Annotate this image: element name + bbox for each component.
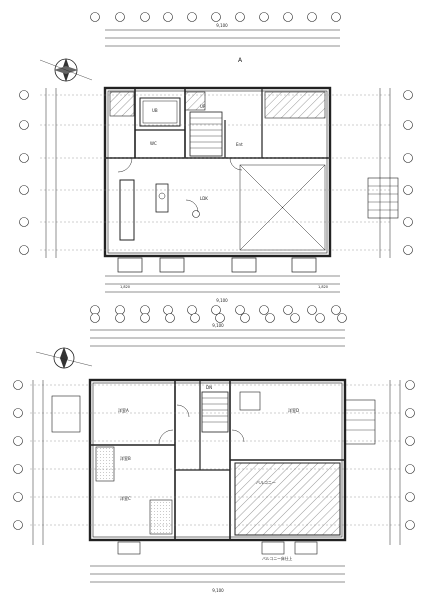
lower-room-d: 洋室D xyxy=(288,407,299,413)
axis-bubble-upper-right xyxy=(403,120,413,130)
axis-bubble-upper-left xyxy=(19,120,29,130)
axis-bubble-upper-top xyxy=(187,12,197,22)
axis-bubble-lower-top xyxy=(140,313,150,323)
axis-bubble-upper-top xyxy=(211,12,221,22)
lower-floor-plan xyxy=(30,329,401,583)
lower-room-b: 洋室B xyxy=(120,455,131,461)
axis-bubble-upper-left xyxy=(19,90,29,100)
upper-room-ldk: LDK xyxy=(200,196,208,201)
axis-bubble-lower-top xyxy=(337,313,347,323)
lower-room-c: 洋室C xyxy=(120,495,131,501)
upper-room-ent: Ent xyxy=(236,142,243,147)
upper-room-wc: WC xyxy=(150,141,157,146)
axis-bubble-lower-right xyxy=(405,464,415,474)
axis-bubble-upper-bottom xyxy=(259,305,269,315)
axis-bubble-upper-left xyxy=(19,153,29,163)
axis-bubble-lower-right xyxy=(405,380,415,390)
axis-bubble-lower-top xyxy=(165,313,175,323)
axis-bubble-upper-top xyxy=(163,12,173,22)
axis-bubble-lower-right xyxy=(405,520,415,530)
axis-bubble-upper-left xyxy=(19,185,29,195)
axis-bubble-upper-right xyxy=(403,153,413,163)
axis-bubble-upper-top xyxy=(259,12,269,22)
upper-top-dimension: 9,100 xyxy=(216,23,228,28)
upper-label-a: A xyxy=(238,57,243,64)
axis-bubble-upper-top xyxy=(283,12,293,22)
compass-rose xyxy=(39,58,93,82)
axis-bubble-upper-bottom xyxy=(163,305,173,315)
axis-bubble-upper-bottom xyxy=(331,305,341,315)
axis-bubble-upper-bottom xyxy=(187,305,197,315)
axis-bubble-upper-bottom xyxy=(115,305,125,315)
axis-bubble-upper-top xyxy=(115,12,125,22)
axis-bubble-lower-left xyxy=(13,380,23,390)
axis-bubble-lower-left xyxy=(13,408,23,418)
axis-bubble-lower-left xyxy=(13,436,23,446)
axis-bubble-upper-top xyxy=(90,12,100,22)
lower-plan-labels: 9,100 9,100 洋室A 洋室B 洋室C 洋室D DN バルコニー バルコ… xyxy=(118,323,299,593)
compass-rose-lower xyxy=(35,347,93,369)
axis-bubble-upper-right xyxy=(403,90,413,100)
axis-bubble-upper-left xyxy=(19,217,29,227)
axis-bubble-lower-right xyxy=(405,492,415,502)
lower-stair xyxy=(201,391,229,433)
axis-bubble-lower-right xyxy=(405,436,415,446)
upper-bottom-dim-right: 1,820 xyxy=(318,285,328,289)
upper-stair xyxy=(189,111,223,157)
upper-room-ub: UB xyxy=(152,108,158,113)
axis-bubble-lower-top xyxy=(115,313,125,323)
upper-floor-plan xyxy=(39,29,399,293)
axis-bubble-lower-top xyxy=(315,313,325,323)
axis-bubble-upper-top xyxy=(235,12,245,22)
axis-bubble-upper-top xyxy=(331,12,341,22)
axis-bubble-lower-top xyxy=(90,313,100,323)
axis-bubbles xyxy=(13,12,415,530)
axis-bubble-upper-bottom xyxy=(140,305,150,315)
axis-bubble-lower-left xyxy=(13,520,23,530)
axis-bubble-upper-bottom xyxy=(307,305,317,315)
axis-bubble-lower-top xyxy=(240,313,250,323)
upper-bottom-dim-left: 1,820 xyxy=(120,285,130,289)
lower-bottom-dimension: 9,100 xyxy=(212,588,224,593)
upper-plan-labels: 9,100 9,100 LDK Ent WC UB UP A 1,820 1,8… xyxy=(120,23,328,303)
axis-bubble-upper-right xyxy=(403,185,413,195)
axis-bubble-lower-top xyxy=(265,313,275,323)
lower-stair-label: DN xyxy=(206,385,212,390)
axis-bubble-upper-bottom xyxy=(90,305,100,315)
axis-bubble-upper-top xyxy=(140,12,150,22)
axis-bubble-upper-right xyxy=(403,245,413,255)
axis-bubble-upper-bottom xyxy=(283,305,293,315)
axis-bubble-upper-left xyxy=(19,245,29,255)
upper-bottom-dimension: 9,100 xyxy=(216,298,228,303)
lower-top-dimension: 9,100 xyxy=(212,323,224,328)
lower-bottom-note: バルコニー床仕上 xyxy=(262,556,293,561)
axis-bubble-lower-left xyxy=(13,464,23,474)
axis-bubble-lower-top xyxy=(215,313,225,323)
axis-bubble-upper-top xyxy=(307,12,317,22)
axis-bubble-upper-bottom xyxy=(211,305,221,315)
axis-bubble-lower-top xyxy=(290,313,300,323)
axis-bubble-lower-left xyxy=(13,492,23,502)
axis-bubble-upper-bottom xyxy=(235,305,245,315)
axis-bubble-upper-right xyxy=(403,217,413,227)
axis-bubble-lower-right xyxy=(405,408,415,418)
lower-balcony-label: バルコニー xyxy=(256,480,276,485)
axis-bubble-lower-top xyxy=(190,313,200,323)
lower-room-a: 洋室A xyxy=(118,407,129,413)
upper-stair-label: UP xyxy=(200,104,206,109)
